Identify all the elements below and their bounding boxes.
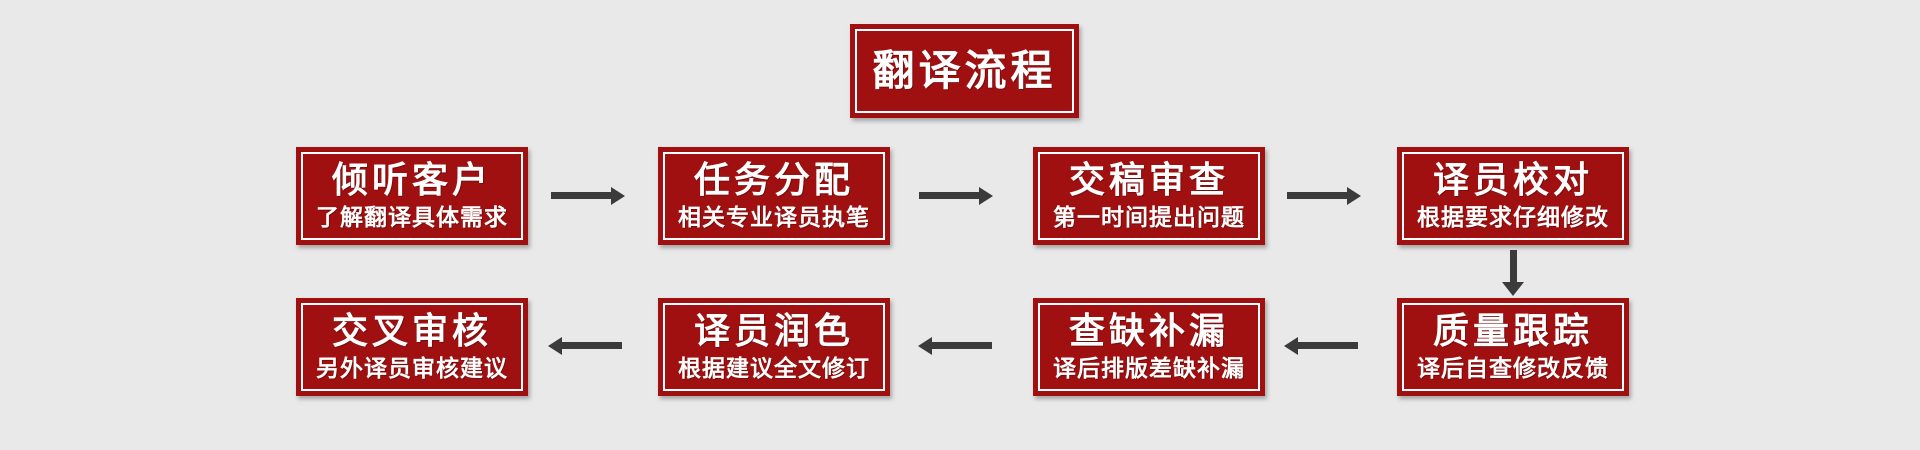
step-quality-tracking: 质量跟踪 译后自查修改反馈 — [1397, 298, 1629, 396]
step-title: 任务分配 — [693, 160, 854, 202]
step-title: 交稿审查 — [1068, 160, 1229, 202]
flowchart-title: 翻译流程 — [872, 46, 1057, 95]
step-listen-to-customer: 倾听客户 了解翻译具体需求 — [296, 147, 528, 245]
step-translator-proofreading: 译员校对 根据要求仔细修改 — [1397, 147, 1629, 245]
arrow-right-icon — [1287, 180, 1361, 211]
step-subtitle: 相关专业译员执笔 — [678, 205, 870, 231]
step-title: 查缺补漏 — [1068, 311, 1229, 353]
step-title: 译员润色 — [693, 311, 854, 353]
arrow-right-icon — [551, 180, 625, 211]
step-subtitle: 译后自查修改反馈 — [1417, 356, 1609, 382]
arrow-left-icon — [1284, 330, 1358, 361]
step-cross-review: 交叉审核 另外译员审核建议 — [296, 298, 528, 396]
arrow-left-icon — [548, 330, 622, 361]
step-subtitle: 另外译员审核建议 — [316, 356, 508, 382]
step-subtitle: 第一时间提出问题 — [1053, 205, 1245, 231]
step-translator-polishing: 译员润色 根据建议全文修订 — [658, 298, 890, 396]
step-draft-review: 交稿审查 第一时间提出问题 — [1033, 147, 1265, 245]
arrow-right-icon — [919, 180, 993, 211]
step-task-assignment: 任务分配 相关专业译员执笔 — [658, 147, 890, 245]
arrow-down-icon — [1502, 250, 1524, 296]
step-subtitle: 根据要求仔细修改 — [1417, 205, 1609, 231]
arrow-left-icon — [918, 330, 992, 361]
step-title: 倾听客户 — [331, 160, 492, 202]
step-subtitle: 根据建议全文修订 — [678, 356, 870, 382]
step-title: 译员校对 — [1432, 160, 1593, 202]
step-title: 交叉审核 — [331, 311, 492, 353]
step-title: 质量跟踪 — [1432, 311, 1593, 353]
step-subtitle: 译后排版差缺补漏 — [1053, 356, 1245, 382]
step-subtitle: 了解翻译具体需求 — [316, 205, 508, 231]
step-gap-checking: 查缺补漏 译后排版差缺补漏 — [1033, 298, 1265, 396]
flowchart-title-box: 翻译流程 — [850, 24, 1079, 118]
